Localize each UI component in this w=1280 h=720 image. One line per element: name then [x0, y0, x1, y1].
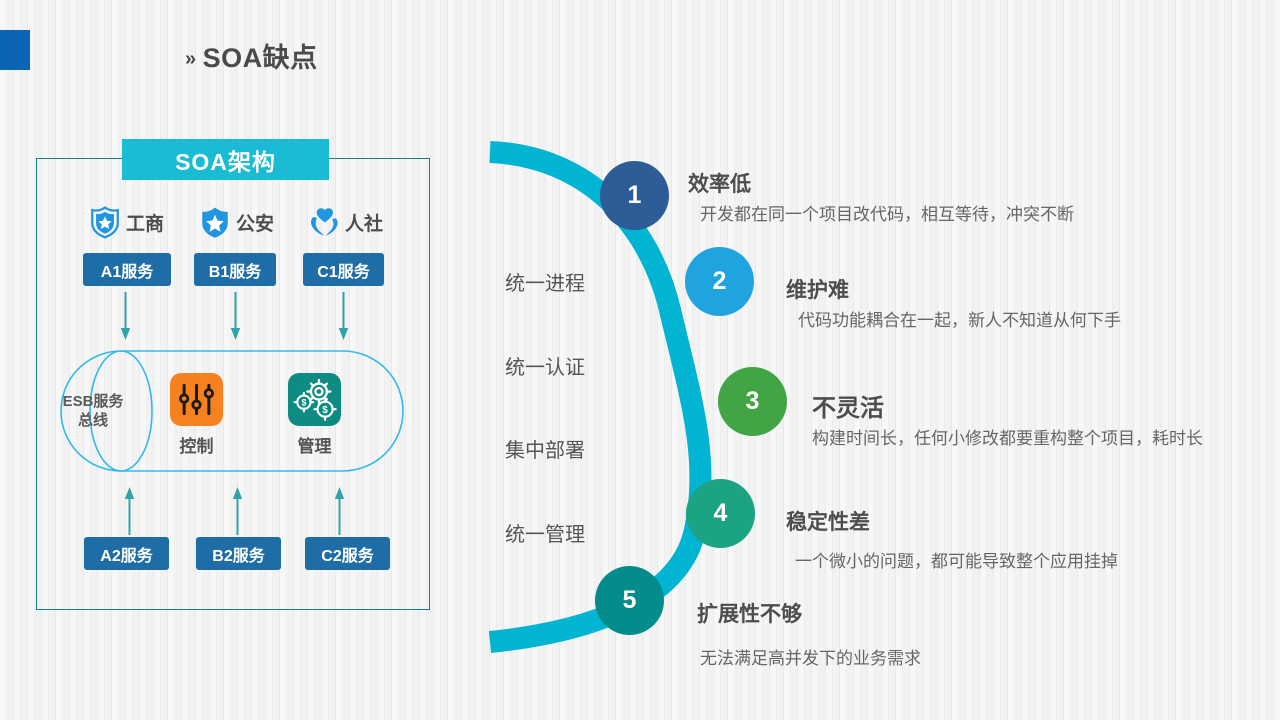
step-number: 5: [622, 586, 637, 614]
page-title-text: SOA缺点: [202, 43, 318, 73]
step-circle-5[interactable]: 5: [595, 566, 664, 635]
step-description-1: 开发都在同一个项目改代码，相互等待，冲突不断: [700, 205, 1074, 224]
step-number: 2: [712, 267, 727, 295]
service-box[interactable]: C2服务: [305, 537, 390, 570]
hands-heart-icon: [311, 208, 338, 236]
shield-star-icon: [202, 207, 228, 238]
service-box[interactable]: B2服务: [196, 537, 281, 570]
step-description-3: 构建时间长，任何小修改都要重构整个项目，耗时长: [812, 429, 1203, 448]
gears-money-icon: $ $: [288, 373, 341, 426]
step-number: 4: [713, 499, 728, 527]
service-box[interactable]: B1服务: [194, 253, 276, 286]
step-number: 3: [745, 387, 760, 415]
step-description-2: 代码功能耦合在一起，新人不知道从何下手: [798, 311, 1121, 330]
step-circle-3[interactable]: 3: [718, 367, 787, 436]
org-item-renshe: 人社: [307, 205, 383, 239]
arrow-down-icon: [120, 292, 131, 340]
sliders-icon: [170, 373, 223, 426]
arrow-up-icon: [334, 487, 345, 535]
service-box[interactable]: C1服务: [303, 253, 384, 286]
step-description-4: 一个微小的问题，都可能导致整个应用挂掉: [795, 552, 1118, 571]
arrow-up-icon: [124, 487, 135, 535]
chevron-right-icon: »: [185, 48, 197, 70]
middleware-item-manage: $ $ 管理: [288, 373, 341, 457]
curve-left-label: 统一管理: [505, 524, 585, 546]
org-label: 公安: [236, 213, 275, 235]
step-circle-2[interactable]: 2: [685, 247, 754, 316]
page-title: »SOA缺点: [185, 36, 318, 75]
middleware-label: 控制: [179, 437, 214, 456]
step-heading-4: 稳定性差: [786, 511, 870, 534]
org-item-gongshang: 工商: [88, 205, 164, 239]
org-item-gongan: 公安: [198, 205, 274, 239]
middleware-label: 管理: [297, 437, 332, 456]
middleware-item-control: 控制: [170, 373, 223, 457]
service-box[interactable]: A1服务: [83, 253, 171, 286]
svg-text:$: $: [322, 405, 328, 416]
service-box[interactable]: A2服务: [84, 537, 169, 570]
org-label: 人社: [345, 213, 384, 235]
step-heading-5: 扩展性不够: [697, 603, 802, 626]
svg-text:$: $: [301, 398, 306, 408]
step-circle-4[interactable]: 4: [686, 479, 755, 548]
arrow-up-icon: [232, 487, 243, 535]
curve-left-label: 统一进程: [505, 273, 585, 295]
soa-architecture-badge: SOA架构: [122, 139, 329, 180]
curve-left-label: 统一认证: [505, 357, 585, 379]
org-label: 工商: [126, 213, 165, 235]
shield-star-icon: [91, 206, 119, 239]
step-heading-3: 不灵活: [812, 395, 884, 422]
step-heading-1: 效率低: [688, 173, 751, 196]
step-number: 1: [627, 181, 642, 209]
corner-accent-square: [0, 30, 30, 70]
step-heading-2: 维护难: [786, 279, 849, 302]
esb-bus-cylinder: [60, 350, 404, 472]
soa-badge-label: SOA架构: [175, 148, 276, 175]
curve-left-label: 集中部署: [505, 440, 585, 462]
arrow-down-icon: [338, 292, 349, 340]
step-description-5: 无法满足高并发下的业务需求: [700, 649, 921, 668]
step-circle-1[interactable]: 1: [600, 161, 669, 230]
arrow-down-icon: [230, 292, 241, 340]
esb-bus-label: ESB服务总线: [62, 393, 124, 429]
